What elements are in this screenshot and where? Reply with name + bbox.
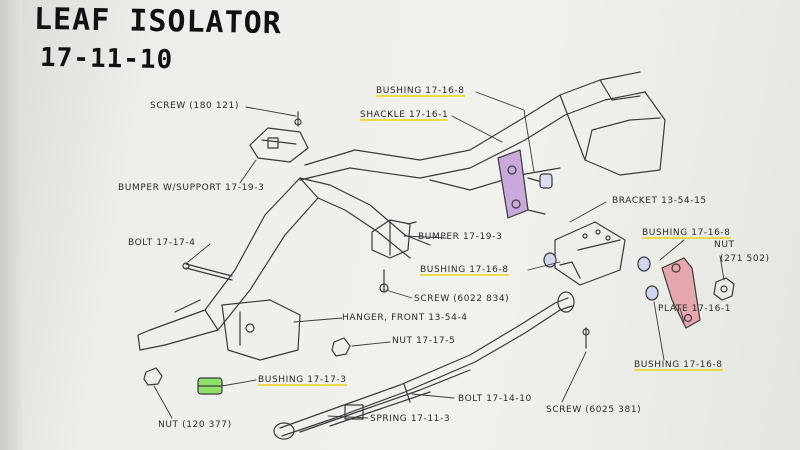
label-hanger-front: HANGER, FRONT 13-54-4 — [342, 313, 468, 323]
label-screw-180-121: SCREW (180 121) — [150, 101, 239, 111]
label-screw-6025-381: SCREW (6025 381) — [546, 405, 642, 415]
label-bushing-17-17-3: BUSHING 17-17-3 — [258, 375, 347, 385]
bolt-17-17-4 — [182, 262, 233, 281]
label-nut-271-502-line1: NUT — [714, 240, 735, 250]
label-nut-271-502-line2: (271 502) — [720, 254, 770, 264]
shackle-part — [497, 149, 553, 219]
label-bolt-17-17-4: BOLT 17-17-4 — [128, 238, 196, 248]
label-bumper-support: BUMPER W/SUPPORT 17-19-3 — [118, 183, 265, 193]
label-nut-120-377: NUT (120 377) — [158, 420, 232, 430]
frame-kickup — [137, 177, 431, 351]
label-bumper-17-19-3: BUMPER 17-19-3 — [418, 232, 503, 242]
bumper-support-part — [249, 111, 309, 163]
nut-17-17-5 — [331, 337, 351, 357]
label-bushing-mid: BUSHING 17-16-8 — [420, 265, 509, 275]
label-nut-17-17-5: NUT 17-17-5 — [392, 336, 456, 346]
label-bushing-bottom: BUSHING 17-16-8 — [634, 360, 723, 370]
bushing-17-17-3 — [197, 377, 223, 395]
label-bushing-right: BUSHING 17-16-8 — [642, 228, 731, 238]
front-hanger — [221, 299, 301, 361]
label-shackle: SHACKLE 17-16-1 — [360, 110, 449, 120]
rear-bracket — [554, 221, 626, 286]
screw-6025-381 — [582, 327, 590, 349]
handwritten-reference: 17-11-10 — [39, 42, 174, 76]
label-bracket: BRACKET 13-54-15 — [612, 196, 707, 206]
bumper-part — [371, 219, 417, 293]
handwritten-title: LEAF ISOLATOR — [33, 1, 283, 42]
leader-lines — [153, 91, 725, 419]
label-screw-6022-834: SCREW (6022 834) — [414, 294, 510, 304]
label-bushing-top: BUSHING 17-16-8 — [376, 86, 465, 96]
paper-edge — [0, 0, 22, 450]
nut-271-502 — [713, 277, 735, 301]
label-plate: PLATE 17-16-1 — [658, 304, 732, 314]
leaf-spring — [273, 291, 575, 440]
plate-part — [661, 257, 701, 329]
nut-120-377 — [143, 367, 163, 386]
frame-rail — [299, 71, 666, 191]
label-spring: SPRING 17-11-3 — [370, 414, 451, 424]
label-bolt-17-14-10: BOLT 17-14-10 — [458, 394, 532, 404]
